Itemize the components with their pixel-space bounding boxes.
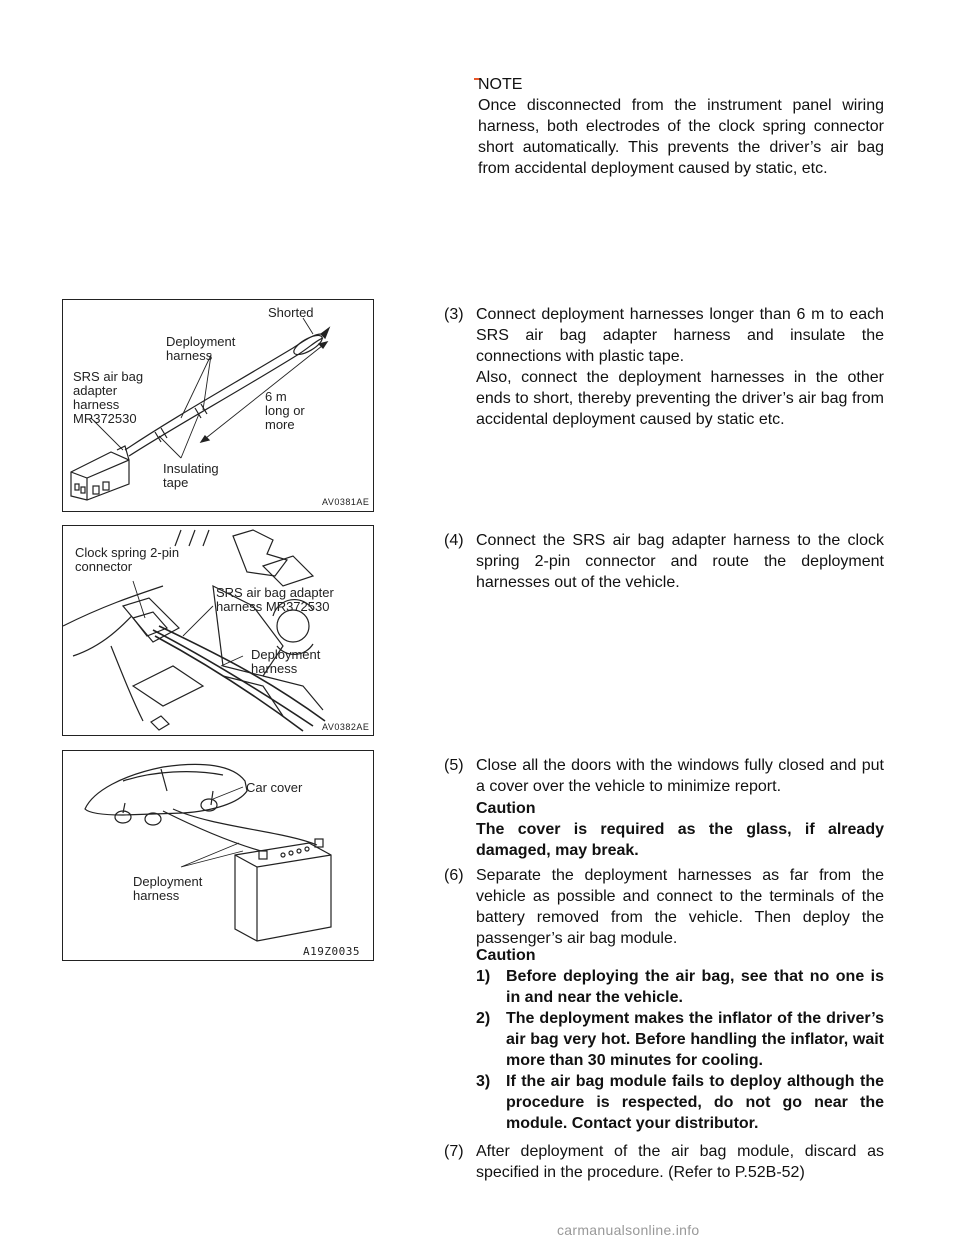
label-car-cover: Car cover [246, 780, 303, 795]
figure-code: AV0381AE [322, 497, 370, 507]
label-srs-adapter-harness: SRS air bag adapter harness MR372530 [216, 585, 334, 614]
caution-number: 3) [476, 1073, 491, 1090]
step-number: (6) [444, 867, 464, 884]
caution-heading: Caution [476, 947, 536, 964]
caution-heading: Caution [476, 800, 536, 817]
step-text: Connect the SRS air bag adapter harness … [476, 532, 884, 591]
step-number: (3) [444, 306, 464, 323]
step-4: (4) Connect the SRS air bag adapter harn… [444, 530, 884, 593]
label-deployment-harness: Deployment harness [166, 334, 236, 363]
step-6: (6) Separate the deployment harnesses as… [444, 865, 884, 949]
footer-watermark[interactable]: carmanualsonline.info [557, 1222, 700, 1238]
harness-illustration [70, 317, 331, 501]
step-number: (7) [444, 1143, 464, 1160]
label-shorted: Shorted [268, 305, 314, 320]
step-text: Close all the doors with the windows ful… [476, 757, 884, 795]
note-block: NOTE Once disconnected from the instrume… [478, 74, 884, 179]
step-3: (3) Connect deployment harnesses longer … [444, 304, 884, 430]
figure-code: A19Z0035 [303, 945, 360, 958]
step-number: (4) [444, 532, 464, 549]
caution-number: 1) [476, 968, 491, 985]
label-length: 6 m long or more [265, 389, 305, 432]
note-heading: NOTE [478, 76, 523, 93]
step-7: (7) After deployment of the air bag modu… [444, 1141, 884, 1183]
figure-code: AV0382AE [322, 722, 370, 732]
caution-item: 1) Before deploying the air bag, see tha… [476, 966, 884, 1008]
note-text: Once disconnected from the instrument pa… [478, 97, 884, 177]
caution-item-text: If the air bag module fails to deploy al… [506, 1073, 884, 1132]
caution-text: The cover is required as the glass, if a… [476, 821, 884, 859]
figure-clock-spring: Clock spring 2-pin connector SRS air bag… [62, 525, 374, 736]
caution-step-6: Caution [476, 945, 884, 966]
label-insulating-tape: Insulating tape [163, 461, 219, 490]
label-deployment-harness-2: Deployment harness [251, 647, 321, 676]
figure-deployment-harness: Shorted Deployment harness SRS air bag a… [62, 299, 374, 512]
label-deployment-harness-3: Deployment harness [133, 874, 203, 903]
caution-step-5: Caution The cover is required as the gla… [476, 798, 884, 861]
step-5: (5) Close all the doors with the windows… [444, 755, 884, 797]
header-marker [474, 78, 481, 80]
caution-number: 2) [476, 1010, 491, 1027]
clock-spring-illustration [63, 529, 326, 732]
caution-item-text: Before deploying the air bag, see that n… [506, 968, 884, 1006]
caution-item: 3) If the air bag module fails to deploy… [476, 1071, 884, 1134]
figure-car-battery: Car cover Deployment harness A19Z0035 [62, 750, 374, 961]
step-text: After deployment of the air bag module, … [476, 1143, 884, 1181]
step-text: Separate the deployment harnesses as far… [476, 867, 884, 947]
label-clock-spring: Clock spring 2-pin connector [75, 545, 180, 574]
caution-item: 2) The deployment makes the inflator of … [476, 1008, 884, 1071]
label-srs-adapter: SRS air bag adapter harness MR372530 [73, 369, 144, 426]
step-text-continued: Also, connect the deployment harnesses i… [476, 369, 884, 428]
car-battery-illustration [84, 763, 332, 942]
step-number: (5) [444, 757, 464, 774]
caution-item-text: The deployment makes the inflator of the… [506, 1010, 884, 1069]
step-text: Connect deployment harnesses longer than… [476, 306, 884, 365]
